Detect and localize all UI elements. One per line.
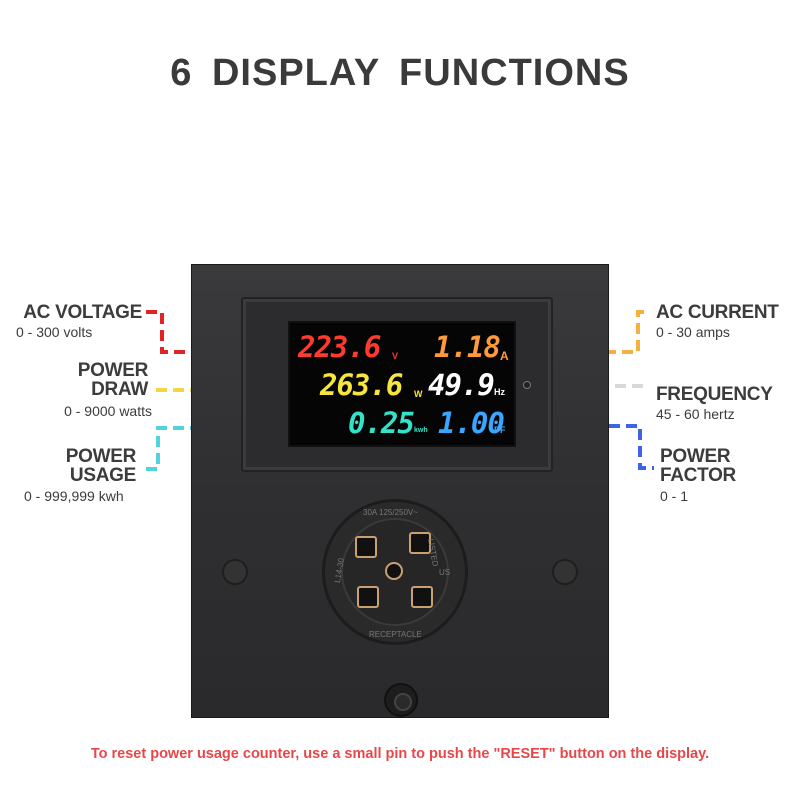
power-factor-name-line2: FACTOR bbox=[660, 465, 736, 486]
power-usage-label: POWER USAGE 0 - 999,999 kwh bbox=[6, 447, 136, 503]
ac-voltage-leader bbox=[146, 310, 278, 354]
receptacle-ground-slot bbox=[385, 562, 403, 580]
power-factor-label: POWER FACTOR 0 - 1 bbox=[660, 447, 790, 503]
power-factor-name-line1: POWER bbox=[660, 446, 731, 467]
page-title: 6 DISPLAY FUNCTIONS bbox=[170, 52, 630, 94]
receptacle-label: RECEPTACLE bbox=[369, 630, 422, 639]
power-usage-name-line2: USAGE bbox=[69, 465, 136, 486]
receptacle-slot bbox=[355, 536, 377, 558]
ac-current-name: AC CURRENT bbox=[656, 302, 779, 323]
frequency-label: FREQUENCY 45 - 60 hertz bbox=[656, 385, 796, 421]
meter-enclosure: 223.6 V 1.18 A 263.6 W 49.9 Hz 0.25 kwh … bbox=[191, 264, 609, 718]
voltage-unit: V bbox=[392, 351, 399, 361]
pf-unit: PF bbox=[494, 425, 506, 435]
ac-current-range: 0 - 30 amps bbox=[656, 324, 730, 340]
ac-voltage-label: AC VOLTAGE 0 - 300 volts bbox=[8, 303, 142, 339]
reset-button[interactable] bbox=[523, 381, 531, 389]
receptacle-slot bbox=[357, 586, 379, 608]
power-factor-range: 0 - 1 bbox=[660, 488, 689, 504]
left-mounting-screw bbox=[222, 559, 248, 585]
current-unit: A bbox=[500, 349, 509, 363]
power-usage-name-line1: POWER bbox=[65, 446, 137, 467]
frequency-unit: Hz bbox=[494, 387, 505, 397]
frequency-range: 45 - 60 hertz bbox=[656, 406, 735, 422]
power-draw-name-line2: DRAW bbox=[91, 379, 148, 400]
power-reading: 263.6 bbox=[320, 368, 403, 402]
power-unit: W bbox=[414, 389, 423, 399]
power-usage-range: 0 - 999,999 kwh bbox=[24, 488, 124, 504]
voltage-reading: 223.6 bbox=[298, 330, 381, 364]
receptacle-face bbox=[341, 518, 449, 626]
ac-voltage-range: 0 - 300 volts bbox=[16, 324, 93, 340]
frequency-reading: 49.9 bbox=[428, 368, 495, 402]
digital-display: 223.6 V 1.18 A 263.6 W 49.9 Hz 0.25 kwh … bbox=[288, 321, 516, 447]
twist-lock-receptacle: 30A 125/250V~ L14-30 RECEPTACLE LISTED U… bbox=[322, 499, 468, 645]
pf-reading: 1.00 bbox=[438, 406, 505, 440]
current-reading: 1.18 bbox=[434, 330, 501, 364]
display-bezel: 223.6 V 1.18 A 263.6 W 49.9 Hz 0.25 kwh … bbox=[241, 297, 553, 472]
energy-reading: 0.25 bbox=[348, 406, 415, 440]
energy-unit: kwh bbox=[414, 427, 428, 434]
ac-voltage-name: AC VOLTAGE bbox=[23, 302, 142, 323]
power-draw-name-line1: POWER bbox=[77, 360, 149, 381]
receptacle-us-mark: US bbox=[439, 568, 451, 577]
receptacle-rating: 30A 125/250V~ bbox=[363, 508, 418, 517]
receptacle-slot bbox=[409, 532, 431, 554]
power-draw-range: 0 - 9000 watts bbox=[64, 403, 152, 419]
frequency-name: FREQUENCY bbox=[656, 384, 773, 405]
right-mounting-screw bbox=[552, 559, 578, 585]
power-draw-label: POWER DRAW 0 - 9000 watts bbox=[20, 360, 152, 418]
ac-current-label: AC CURRENT 0 - 30 amps bbox=[656, 303, 796, 339]
ground-bolt bbox=[384, 683, 418, 717]
reset-instruction: To reset power usage counter, use a smal… bbox=[90, 746, 710, 762]
receptacle-slot bbox=[411, 586, 433, 608]
